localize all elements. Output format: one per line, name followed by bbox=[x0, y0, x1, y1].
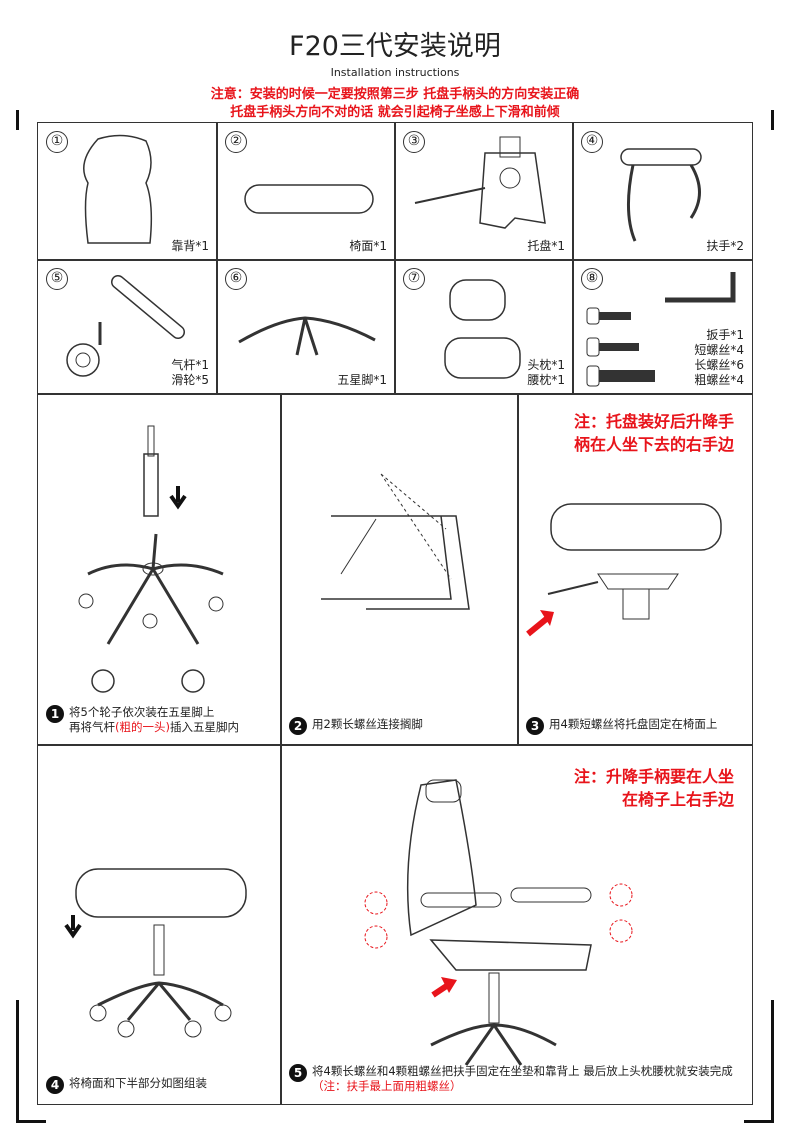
seat-illustration bbox=[244, 184, 374, 214]
step-text: 再将气杆 bbox=[69, 720, 115, 734]
part-hardware: ⑧ 扳手*1 短螺丝*4 长螺丝*6 粗螺丝*4 bbox=[572, 259, 753, 395]
part-pillows: ⑦ 头枕*1 腰枕*1 bbox=[394, 259, 574, 395]
crop-mark bbox=[16, 1120, 46, 1123]
step-5-panel: 注：升降手柄要在人坐 在椅子上右手边 5 将4颗长螺丝和4颗粗螺丝把扶手固定在坐垫… bbox=[280, 744, 753, 1105]
step-text-highlight: (粗的一头) bbox=[115, 720, 170, 734]
step-1-panel: 1 将5个轮子依次装在五星脚上再将气杆(粗的一头)插入五星脚内 bbox=[37, 393, 282, 746]
step-2-panel: 2 用2颗长螺丝连接搁脚 bbox=[280, 393, 519, 746]
part-label: 椅面*1 bbox=[349, 239, 387, 253]
warning-line-1: 注意：安装的时候一定要按照第三步 托盘手柄头的方向安装正确 bbox=[210, 87, 580, 102]
step-5-note: 注：升降手柄要在人坐 在椅子上右手边 bbox=[573, 767, 734, 809]
armrest-illustration bbox=[620, 148, 702, 242]
crop-mark bbox=[16, 1000, 19, 1122]
step-text: 用4颗短螺丝将托盘固定在椅面上 bbox=[549, 717, 718, 731]
step-4-illustration bbox=[64, 868, 247, 1038]
step-text: 将椅面和下半部分如图组装 bbox=[69, 1076, 207, 1090]
step-3-caption: 3 用4颗短螺丝将托盘固定在椅面上 bbox=[526, 717, 717, 735]
crop-mark bbox=[771, 1000, 774, 1122]
backrest-illustration bbox=[83, 134, 153, 244]
step-1-caption: 1 将5个轮子依次装在五星脚上再将气杆(粗的一头)插入五星脚内 bbox=[46, 705, 239, 735]
part-seat: ② 椅面*1 bbox=[216, 122, 396, 261]
step-3-panel: 注：托盘装好后升降手 柄在人坐下去的右手边 3 用4颗短螺丝将托盘固定在椅面上 bbox=[517, 393, 753, 746]
step-5-illustration bbox=[364, 779, 633, 1066]
part-gaslift-casters: ⑤ 气杆*1 滑轮*5 bbox=[37, 259, 218, 395]
step-3-illustration bbox=[526, 503, 722, 637]
base-illustration bbox=[238, 316, 376, 356]
step-text: 将5个轮子依次装在五星脚上 bbox=[69, 705, 215, 719]
step-text: 插入五星脚内 bbox=[169, 720, 239, 734]
part-number: ⑧ bbox=[581, 268, 603, 290]
step-number-badge: 2 bbox=[289, 717, 307, 735]
page-title: F20三代安装说明 bbox=[289, 31, 501, 62]
step-1-illustration bbox=[78, 425, 224, 693]
step-text: 用2颗长螺丝连接搁脚 bbox=[312, 717, 423, 731]
part-armrest: ④ 扶手*2 bbox=[572, 122, 753, 261]
pillows-illustration bbox=[444, 279, 521, 379]
part-tray: ③ 托盘*1 bbox=[394, 122, 574, 261]
crop-mark bbox=[771, 110, 774, 130]
part-label: 托盘*1 bbox=[527, 239, 565, 253]
part-label: 头枕*1 腰枕*1 bbox=[527, 358, 565, 387]
step-4-panel: 4 将椅面和下半部分如图组装 bbox=[37, 744, 282, 1105]
tray-illustration bbox=[414, 136, 546, 229]
step-4-caption: 4 将椅面和下半部分如图组装 bbox=[46, 1076, 207, 1094]
part-number: ⑤ bbox=[46, 268, 68, 290]
warning-line-2: 托盘手柄头方向不对的话 就会引起椅子坐感上下滑和前倾 bbox=[230, 105, 560, 120]
step-text: 将4颗长螺丝和4颗粗螺丝把扶手固定在坐垫和靠背上 最后放上头枕腰枕就安装完成 bbox=[312, 1064, 733, 1078]
part-label: 扳手*1 短螺丝*4 长螺丝*6 粗螺丝*4 bbox=[694, 328, 744, 387]
part-label: 五星脚*1 bbox=[337, 373, 387, 387]
crop-mark bbox=[16, 110, 19, 130]
part-number: ① bbox=[46, 131, 68, 153]
step-number-badge: 4 bbox=[46, 1076, 64, 1094]
part-backrest: ① 靠背*1 bbox=[37, 122, 218, 261]
step-3-note: 注：托盘装好后升降手 柄在人坐下去的右手边 bbox=[573, 412, 734, 454]
step-2-caption: 2 用2颗长螺丝连接搁脚 bbox=[289, 717, 423, 735]
part-number: ⑥ bbox=[225, 268, 247, 290]
step-number-badge: 1 bbox=[46, 705, 64, 723]
crop-mark bbox=[744, 1120, 774, 1123]
part-base: ⑥ 五星脚*1 bbox=[216, 259, 396, 395]
step-text-highlight: （注：扶手最上面用粗螺丝） bbox=[312, 1079, 462, 1093]
part-number: ④ bbox=[581, 131, 603, 153]
gaslift-caster-illustration bbox=[66, 275, 185, 377]
part-number: ③ bbox=[403, 131, 425, 153]
step-number-badge: 3 bbox=[526, 717, 544, 735]
part-label: 扶手*2 bbox=[706, 239, 744, 253]
part-label: 气杆*1 滑轮*5 bbox=[171, 358, 209, 387]
step-2-illustration bbox=[321, 473, 470, 610]
page-subtitle: Installation instructions bbox=[330, 66, 460, 79]
part-number: ⑦ bbox=[403, 268, 425, 290]
part-label: 靠背*1 bbox=[171, 239, 209, 253]
part-number: ② bbox=[225, 131, 247, 153]
screws-wrench-illustration bbox=[586, 272, 736, 387]
step-number-badge: 5 bbox=[289, 1064, 307, 1082]
